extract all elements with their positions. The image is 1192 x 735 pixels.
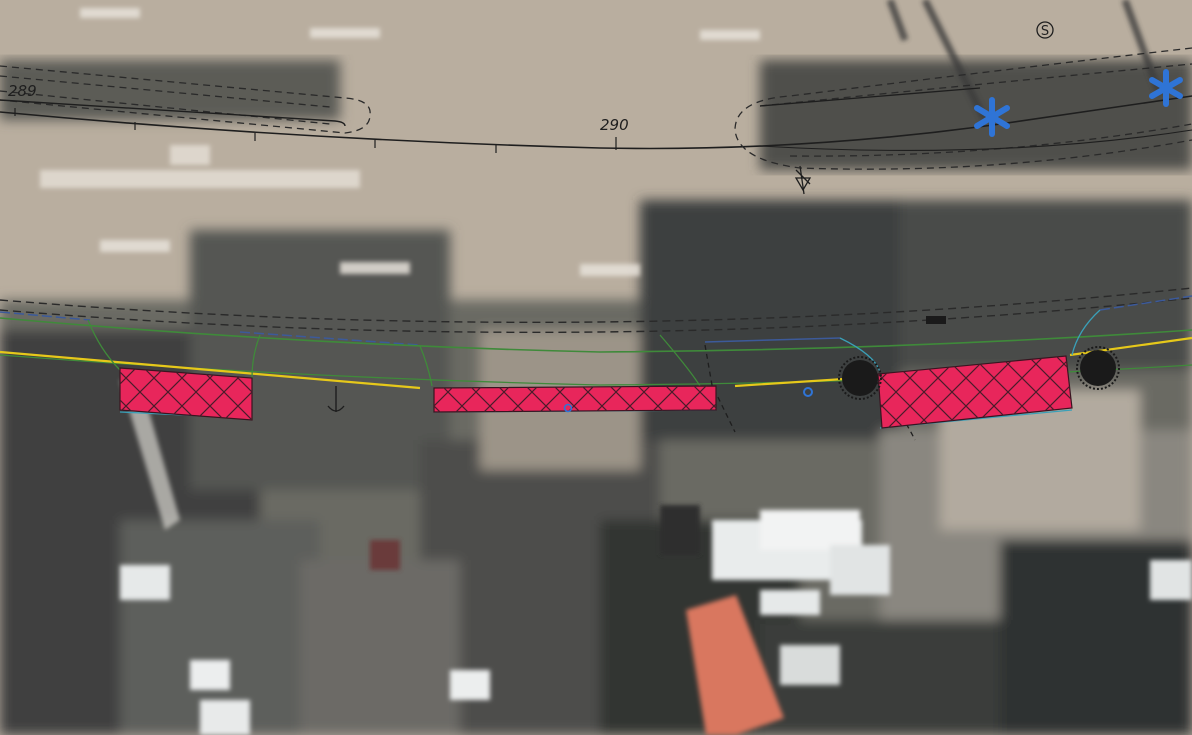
circled-s-label: S — [1041, 24, 1049, 39]
green-line — [0, 317, 1192, 353]
cad-overlay: 289 290 — [0, 21, 1192, 441]
noise-barrier-left — [119, 367, 253, 421]
marker-block-icon — [926, 316, 946, 324]
tree-symbol-icon — [1076, 346, 1120, 390]
blue-star-marker-icon — [1149, 69, 1183, 107]
left-ramp-dashed-outline — [0, 65, 371, 134]
anchor-symbol-icon — [327, 386, 345, 412]
yellow-line — [0, 350, 421, 390]
chainage-centerline — [0, 95, 1192, 150]
chainage-label-290: 290 — [600, 116, 629, 134]
circled-s-icon: S — [1036, 21, 1054, 39]
chainage-label-289: 289 — [8, 82, 37, 100]
noise-barrier-right — [877, 355, 1073, 429]
small-blue-marker-icon — [803, 387, 813, 397]
blue-star-marker-icon — [974, 97, 1010, 137]
small-blue-marker-icon — [563, 403, 573, 413]
noise-barrier-middle — [433, 385, 717, 413]
survey-point-icon — [794, 165, 812, 195]
tree-symbol-icon — [838, 356, 882, 400]
